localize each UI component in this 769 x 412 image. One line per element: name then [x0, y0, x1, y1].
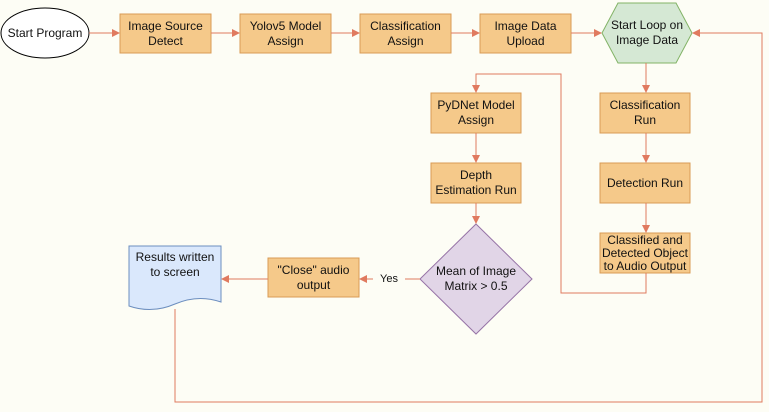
- loop-label: Start Loop on Image Data: [610, 18, 684, 47]
- yes-edge-label: Yes: [373, 270, 405, 288]
- image-source-label: Image Source Detect: [128, 18, 203, 48]
- image-upload-box: [479, 13, 572, 54]
- depth-box: [430, 162, 522, 204]
- image-source-box: [119, 13, 212, 54]
- results-label: Results written to screen: [135, 250, 215, 279]
- classified-output-label: Classified and Detected Object to Audio …: [601, 232, 689, 273]
- classification-run-box: [599, 92, 691, 134]
- edge-results-to-loop: [174, 29, 763, 403]
- yolo-box: [239, 13, 332, 54]
- pydnet-label: PyDNet Model Assign: [437, 98, 515, 127]
- detection-run-box: [599, 162, 691, 204]
- classified-output-box: [599, 232, 691, 274]
- edge-output-to-pydnet: [472, 73, 647, 294]
- decision-label: Mean of Image Matrix > 0.5: [435, 264, 517, 293]
- depth-label: Depth Estimation Run: [435, 168, 517, 197]
- close-audio-box: [267, 257, 360, 298]
- close-audio-label: "Close" audio output: [277, 262, 350, 292]
- classification-run-label: Classification Run: [609, 98, 681, 127]
- detection-run-label: Detection Run: [606, 175, 684, 190]
- pydnet-box: [430, 92, 522, 134]
- yolo-label: Yolov5 Model Assign: [249, 18, 322, 48]
- results-document: [128, 245, 222, 310]
- classification-assign-box: [359, 13, 452, 54]
- start-label: Start Program: [7, 25, 83, 40]
- image-upload-label: Image Data Upload: [494, 18, 557, 48]
- classification-assign-label: Classification Assign: [370, 18, 441, 48]
- loop-hexagon: [601, 2, 693, 64]
- decision-diamond: [419, 223, 533, 335]
